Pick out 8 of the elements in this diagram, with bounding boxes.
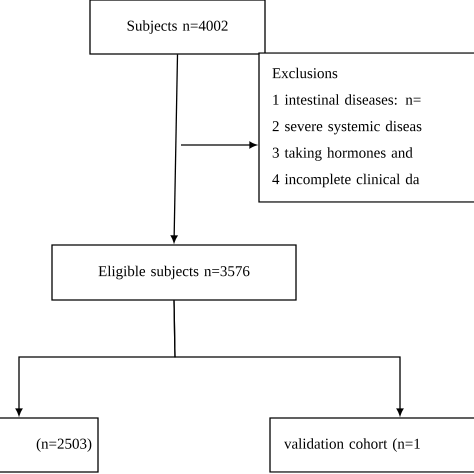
exclusion-box: Exclusions 1 intestinal diseases: n= 2 severe systemic diseas 3 taking hormones and 4 incomplete clinical da xyxy=(258,52,474,203)
flow-box: Eligible subjects n=3576 xyxy=(51,244,297,301)
flow-box: (n=2503) xyxy=(0,417,99,473)
arrow xyxy=(173,300,404,416)
flow-box: validation cohort (n=1 xyxy=(269,417,474,473)
flow-box: Subjects n=4002 xyxy=(89,0,266,55)
arrow xyxy=(181,142,257,148)
arrow xyxy=(170,54,178,243)
